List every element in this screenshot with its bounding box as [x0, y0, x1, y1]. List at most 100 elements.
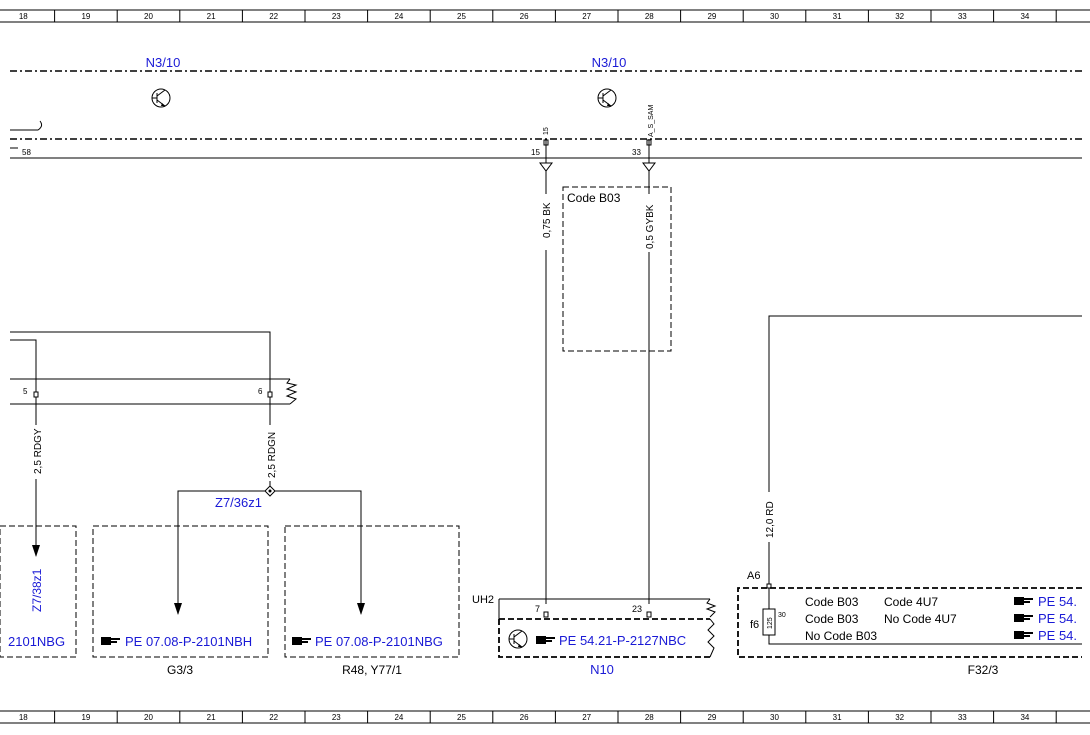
ruler-number: 19: [81, 12, 90, 21]
n10-box: [498, 618, 710, 658]
ruler-number: 18: [19, 12, 28, 21]
ref-2101nbh[interactable]: PE 07.08-P-2101NBH: [125, 634, 252, 649]
g33-label: G3/3: [167, 663, 193, 677]
wire: [10, 339, 37, 392]
code-b03-label: Code B03: [567, 191, 621, 205]
n310-label-left: N3/10: [146, 55, 181, 70]
ruler-number: 34: [1020, 12, 1029, 21]
pin-23-connector: [646, 611, 652, 618]
pin-6-label: 6: [258, 387, 263, 396]
z738-box: [0, 525, 77, 658]
ruler-number: 20: [144, 713, 153, 722]
ruler-number: 21: [207, 713, 216, 722]
r48-label: R48, Y77/1: [342, 663, 402, 677]
wire-label-bg: [533, 194, 559, 250]
ref-pe54-1[interactable]: PE 54.: [1038, 594, 1077, 609]
ref-pe54-2[interactable]: PE 54.: [1038, 611, 1077, 626]
pin-15-label: 15: [531, 148, 540, 157]
wire-25rdgn-label: 2,5 RDGN: [267, 432, 278, 478]
break-mark: [705, 598, 717, 618]
ruler-number: 31: [833, 12, 842, 21]
ruler-number: 23: [332, 12, 341, 21]
ruler-number: 24: [394, 12, 403, 21]
break-mark: [707, 618, 715, 658]
n310-label-right: N3/10: [592, 55, 627, 70]
f323-label: F32/3: [968, 663, 999, 677]
z738z1-label[interactable]: Z7/38z1: [30, 568, 44, 612]
f323-box: [737, 587, 1082, 658]
uh2-label: UH2: [472, 594, 494, 606]
ruler-number: 30: [770, 12, 779, 21]
ruler-number: 34: [1020, 713, 1029, 722]
splice-dot: [268, 489, 272, 493]
ruler-number: 27: [582, 713, 591, 722]
code-row1-a: Code B03: [805, 595, 859, 609]
pointing-hand-icon: [536, 636, 555, 644]
ruler-number: 28: [645, 12, 654, 21]
ruler-number: 29: [707, 713, 716, 722]
ref-2101nbg[interactable]: PE 07.08-P-2101NBG: [315, 634, 443, 649]
ruler-number: 33: [958, 12, 967, 21]
pin-23-label: 23: [632, 604, 642, 614]
ruler-number: 29: [707, 12, 716, 21]
ruler-number: 30: [770, 713, 779, 722]
pin-asam-label: A_S_SAM: [648, 105, 655, 137]
ref-2101nbg-left[interactable]: 2101NBG: [8, 634, 65, 649]
wire-label-bg: [26, 425, 46, 479]
pointing-hand-icon: [101, 637, 120, 645]
pointing-hand-icon: [1014, 631, 1033, 639]
pin-7-label: 7: [535, 604, 540, 614]
wire-stub: [10, 120, 43, 131]
ref-pe54-3[interactable]: PE 54.: [1038, 628, 1077, 643]
ruler-number: 23: [332, 713, 341, 722]
ruler-number: 18: [19, 713, 28, 722]
wire-to-r48: [275, 490, 365, 615]
ref-2127nbc[interactable]: PE 54.21-P-2127NBC: [559, 633, 686, 648]
wire-25rdgy-label: 2,5 RDGY: [33, 428, 44, 474]
a6-label: A6: [747, 570, 760, 582]
pointing-hand-icon: [292, 637, 311, 645]
ruler-number: 25: [457, 12, 466, 21]
pointing-hand-icon: [1014, 614, 1033, 622]
ruler-number: 20: [144, 12, 153, 21]
ground-triangle-icon: [642, 162, 656, 172]
ruler-number: 21: [207, 12, 216, 21]
pin-7-connector: [543, 611, 549, 618]
wire: [10, 331, 271, 392]
ruler-number: 22: [269, 12, 278, 21]
ruler-number: 24: [394, 713, 403, 722]
ground-triangle-icon: [539, 162, 553, 172]
n10-label[interactable]: N10: [590, 662, 614, 677]
wire-12rd-label: 12,0 RD: [765, 501, 776, 538]
z736z1-label[interactable]: Z7/36z1: [215, 495, 262, 510]
fuse-rating-label: 125: [767, 617, 774, 629]
code-b03-box: [562, 186, 672, 352]
pin-30-label: 30: [778, 612, 786, 619]
wire-to-g33: [174, 490, 265, 615]
f6-label: f6: [750, 619, 759, 631]
break-mark: [285, 378, 298, 405]
code-row2-b: No Code 4U7: [884, 612, 957, 626]
ruler-number: 27: [582, 12, 591, 21]
wire: [768, 635, 1082, 645]
ruler-number: 33: [958, 713, 967, 722]
wire-05gybk-label: 0,5 GYBK: [645, 204, 656, 249]
pointing-hand-icon: [1014, 597, 1033, 605]
transistor-icon: [151, 88, 171, 108]
pin-58-label: 58: [22, 148, 31, 157]
pin-5-label: 5: [23, 387, 28, 396]
wire-075bk-label: 0,75 BK: [542, 202, 553, 238]
ruler-number: 32: [895, 12, 904, 21]
code-row1-b: Code 4U7: [884, 595, 938, 609]
transistor-icon: [508, 629, 528, 649]
pin-33-label: 33: [632, 148, 641, 157]
code-row2-a: Code B03: [805, 612, 859, 626]
code-row3: No Code B03: [805, 629, 877, 643]
r48-box: [284, 525, 460, 658]
pin-6-connector: [267, 391, 273, 398]
transistor-icon: [597, 88, 617, 108]
pin-15-top-label: 15: [543, 127, 550, 135]
wire-label-bg: [759, 492, 779, 542]
